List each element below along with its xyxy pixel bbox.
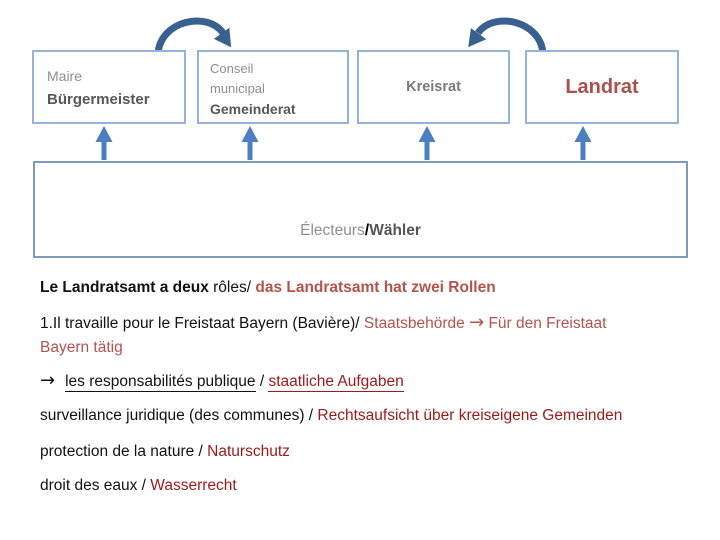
text-segment-fr: surveillance juridique (des communes) / — [40, 407, 318, 424]
box-maire-buergermeister: Maire Bürgermeister — [32, 50, 186, 124]
body-line: surveillance juridique (des communes) / … — [40, 406, 622, 426]
text-segment-de: Rechtsaufsicht über kreiseigene Gemeinde… — [317, 407, 623, 424]
electors-separator: / — [364, 222, 370, 239]
text-segment-de: das Landratsamt hat zwei Rollen — [255, 279, 496, 296]
right-arrow-icon: → — [40, 370, 56, 391]
box-conseil-gemeinderat: Conseil municipal Gemeinderat — [197, 50, 349, 124]
up-arrow-icon — [95, 126, 113, 160]
right-arrow-icon: → — [469, 312, 485, 333]
box-label-de: Gemeinderat — [210, 101, 296, 117]
text-segment-de: Staatsbehörde — [363, 315, 470, 332]
body-line: 1.Il travaille pour le Freistaat Bayern … — [40, 313, 606, 334]
box-label-de: Bürgermeister — [47, 91, 150, 108]
up-arrow-icon — [418, 126, 436, 160]
text-segment-de: Naturschutz — [207, 443, 290, 460]
text-segment-fr: protection de la nature / — [40, 443, 208, 460]
box-label-fr: Conseil — [210, 61, 254, 76]
body-line: protection de la nature / Naturschutz — [40, 442, 290, 462]
up-arrow-icon — [241, 126, 259, 160]
text-segment-fr: rôles/ — [213, 279, 256, 296]
body-line: Le Landratsamt a deux rôles/ das Landrat… — [40, 278, 496, 298]
electors-label: Électeurs/Wähler — [35, 221, 686, 241]
text-segment-de: Bayern tätig — [40, 339, 123, 356]
text-segment-fr: Le Landratsamt a deux — [40, 279, 214, 296]
box-label-fr: municipal — [210, 81, 265, 96]
text-segment-separator: / — [255, 373, 269, 390]
text-segment-fr: droit des eaux / — [40, 477, 151, 494]
box-kreisrat: Kreisrat — [357, 50, 510, 124]
body-line: droit des eaux / Wasserrecht — [40, 476, 237, 496]
box-label-fr: Maire — [47, 68, 83, 84]
text-segment-de: Für den Freistaat — [484, 315, 607, 332]
text-segment-de: Wasserrecht — [150, 477, 237, 494]
box-label-de: Kreisrat — [406, 79, 461, 95]
body-line: Bayern tätig — [40, 338, 123, 358]
body-line: → les responsabilités publique / staatlic… — [40, 371, 404, 392]
box-label-landrat: Landrat — [565, 75, 639, 98]
electors-label-fr: Électeurs — [300, 222, 365, 239]
text-segment-fr: 1.Il travaille pour le Freistaat Bayern … — [40, 315, 364, 332]
up-arrow-icon — [574, 126, 592, 160]
box-landrat: Landrat — [525, 50, 679, 124]
box-electeurs-waehler: Électeurs/Wähler — [33, 161, 688, 258]
electors-label-de: Wähler — [369, 222, 421, 239]
text-segment-fr: les responsabilités publique — [65, 373, 256, 392]
text-segment-de: staatliche Aufgaben — [268, 373, 404, 392]
